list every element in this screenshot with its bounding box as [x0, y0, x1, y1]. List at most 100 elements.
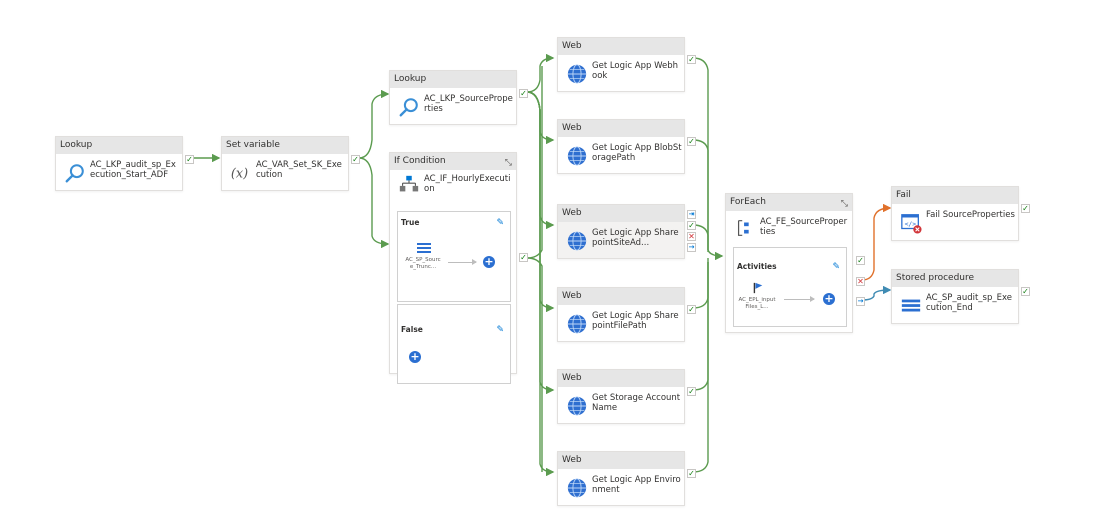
add-arrow — [784, 296, 815, 302]
if-true-branch[interactable]: True ✎ AC_SP_Source_Trunc... + — [397, 211, 511, 302]
wire-setvar-to-if — [358, 157, 390, 249]
foreach-child-activity-name[interactable]: AC_EPL_inputFiles_L... — [738, 297, 776, 310]
activity-type-label: Web — [558, 205, 684, 222]
success-check-icon[interactable]: ✓ — [185, 155, 194, 164]
variable-icon: (x) — [231, 167, 248, 182]
foreach-activities-box[interactable]: Activities ✎ AC_EPL_inputFiles_L... + — [733, 247, 847, 327]
activity-web-sharepoint-file[interactable]: Web Get Logic App SharepointFilePath ✓ — [557, 287, 696, 342]
activity-if-condition[interactable]: If Condition ⤡ AC_IF_HourlyExecution Tru… — [389, 152, 528, 384]
add-activity-button[interactable]: + — [409, 350, 421, 363]
success-check-icon[interactable]: ✓ — [351, 155, 360, 164]
success-check-icon[interactable]: ✓ — [519, 253, 528, 262]
edit-pencil-icon[interactable]: ✎ — [496, 218, 504, 228]
activity-lookup-audit[interactable]: Lookup AC_LKP_audit_sp_Execution_Start_A… — [55, 136, 194, 191]
activity-type-label: Web — [558, 288, 684, 305]
success-check-icon[interactable]: ✓ — [687, 305, 696, 314]
stored-procedure-icon — [417, 243, 431, 253]
activity-name: AC_IF_HourlyExecution — [424, 174, 511, 194]
success-check-icon[interactable]: ✓ — [687, 137, 696, 146]
activity-name: Get Logic App SharepointSiteAd... — [592, 228, 679, 248]
activity-name: AC_LKP_audit_sp_Execution_Start_ADF — [90, 160, 176, 180]
activity-web-sharepoint-site[interactable]: Web Get Logic App SharepointSiteAd... ⇥ … — [557, 204, 696, 259]
activity-foreach[interactable]: ForEach ⤡ AC_FE_SourceProperties Activit… — [725, 193, 865, 333]
activity-type-text: ForEach — [730, 197, 766, 207]
globe-icon — [567, 396, 587, 416]
skip-icon[interactable]: ⇥ — [687, 210, 696, 219]
wire-foreach-to-fail — [861, 203, 892, 281]
if-condition-icon — [399, 175, 419, 192]
activity-name: AC_LKP_SourceProperties — [424, 94, 513, 114]
foreach-icon — [737, 220, 749, 236]
edit-pencil-icon[interactable]: ✎ — [496, 325, 504, 335]
activity-type-label: ForEach ⤡ — [726, 194, 852, 211]
activity-type-label: Web — [558, 452, 684, 469]
edit-pencil-icon[interactable]: ✎ — [832, 262, 840, 272]
expand-icon[interactable]: ⤡ — [840, 199, 848, 209]
expand-icon[interactable]: ⤡ — [504, 158, 512, 168]
activity-name: Fail SourceProperties — [926, 210, 1015, 220]
activity-type-label: If Condition ⤡ — [390, 153, 516, 170]
activities-label: Activities — [737, 262, 777, 271]
activity-web-blob[interactable]: Web Get Logic App BlobStoragePath ✓ — [557, 119, 696, 174]
activity-web-webhook[interactable]: Web Get Logic App Webhook ✓ — [557, 37, 696, 92]
activity-type-label: Web — [558, 120, 684, 137]
activity-name: Get Storage Account Name — [592, 393, 681, 413]
add-arrow — [448, 259, 477, 265]
activity-name: Get Logic App BlobStoragePath — [592, 143, 682, 163]
wire-setvar-to-lookup — [358, 89, 390, 159]
globe-icon — [567, 478, 587, 498]
activity-type-label: Set variable — [222, 137, 348, 154]
stored-procedure-icon — [901, 299, 921, 312]
activity-name: AC_FE_SourceProperties — [760, 217, 848, 237]
activity-web-storage[interactable]: Web Get Storage Account Name ✓ — [557, 369, 696, 424]
success-check-icon[interactable]: ✓ — [1021, 287, 1030, 296]
fail-icon: </> — [901, 214, 922, 234]
activity-type-label: Web — [558, 38, 684, 55]
activity-set-variable[interactable]: Set variable (x) AC_VAR_Set_SK_Execution… — [221, 136, 360, 191]
activity-type-text: If Condition — [394, 156, 446, 166]
success-check-icon[interactable]: ✓ — [687, 469, 696, 478]
true-child-activity-name[interactable]: AC_SP_Source_Trunc... — [405, 257, 441, 270]
activity-type-label: Lookup — [56, 137, 182, 154]
add-activity-button[interactable]: + — [823, 292, 835, 305]
globe-icon — [567, 314, 587, 334]
false-branch-label: False — [401, 325, 423, 334]
completion-arrow-icon[interactable]: → — [856, 297, 865, 306]
activity-type-label: Fail — [892, 187, 1018, 204]
success-check-icon[interactable]: ✓ — [856, 256, 865, 265]
activity-stored-procedure[interactable]: Stored procedure AC_SP_audit_sp_Executio… — [891, 269, 1030, 324]
activity-name: Get Logic App Environment — [592, 475, 681, 495]
globe-icon — [567, 64, 587, 84]
activity-lookup-source[interactable]: Lookup AC_LKP_SourceProperties ✓ — [389, 70, 528, 125]
search-icon — [399, 98, 418, 117]
activity-name: AC_SP_audit_sp_Execution_End — [926, 293, 1013, 313]
success-check-icon[interactable]: ✓ — [1021, 204, 1030, 213]
search-icon — [65, 164, 84, 183]
success-check-icon[interactable]: ✓ — [687, 55, 696, 64]
if-false-branch[interactable]: False ✎ + — [397, 304, 511, 384]
fail-x-icon[interactable]: ✕ — [856, 277, 865, 286]
globe-icon — [567, 146, 587, 166]
execute-pipeline-icon — [753, 282, 763, 294]
success-check-icon[interactable]: ✓ — [687, 221, 696, 230]
true-branch-label: True — [401, 218, 420, 227]
activity-type-label: Stored procedure — [892, 270, 1018, 287]
completion-arrow-icon[interactable]: → — [687, 243, 696, 252]
add-activity-button[interactable]: + — [483, 255, 495, 268]
fail-x-icon[interactable]: ✕ — [687, 232, 696, 241]
svg-text:</>: </> — [905, 220, 917, 228]
success-check-icon[interactable]: ✓ — [687, 387, 696, 396]
activity-fail[interactable]: Fail </> Fail SourceProperties ✓ — [891, 186, 1030, 241]
activity-name: Get Logic App SharepointFilePath — [592, 311, 679, 331]
activity-name: Get Logic App Webhook — [592, 61, 678, 81]
activity-type-label: Web — [558, 370, 684, 387]
svg-text:(x): (x) — [231, 167, 248, 182]
activity-type-label: Lookup — [390, 71, 516, 88]
activity-web-environment[interactable]: Web Get Logic App Environment ✓ — [557, 451, 696, 506]
globe-icon — [567, 231, 587, 251]
wire-foreach-to-sp — [861, 285, 892, 301]
activity-name: AC_VAR_Set_SK_Execution — [256, 160, 342, 180]
success-check-icon[interactable]: ✓ — [519, 89, 528, 98]
